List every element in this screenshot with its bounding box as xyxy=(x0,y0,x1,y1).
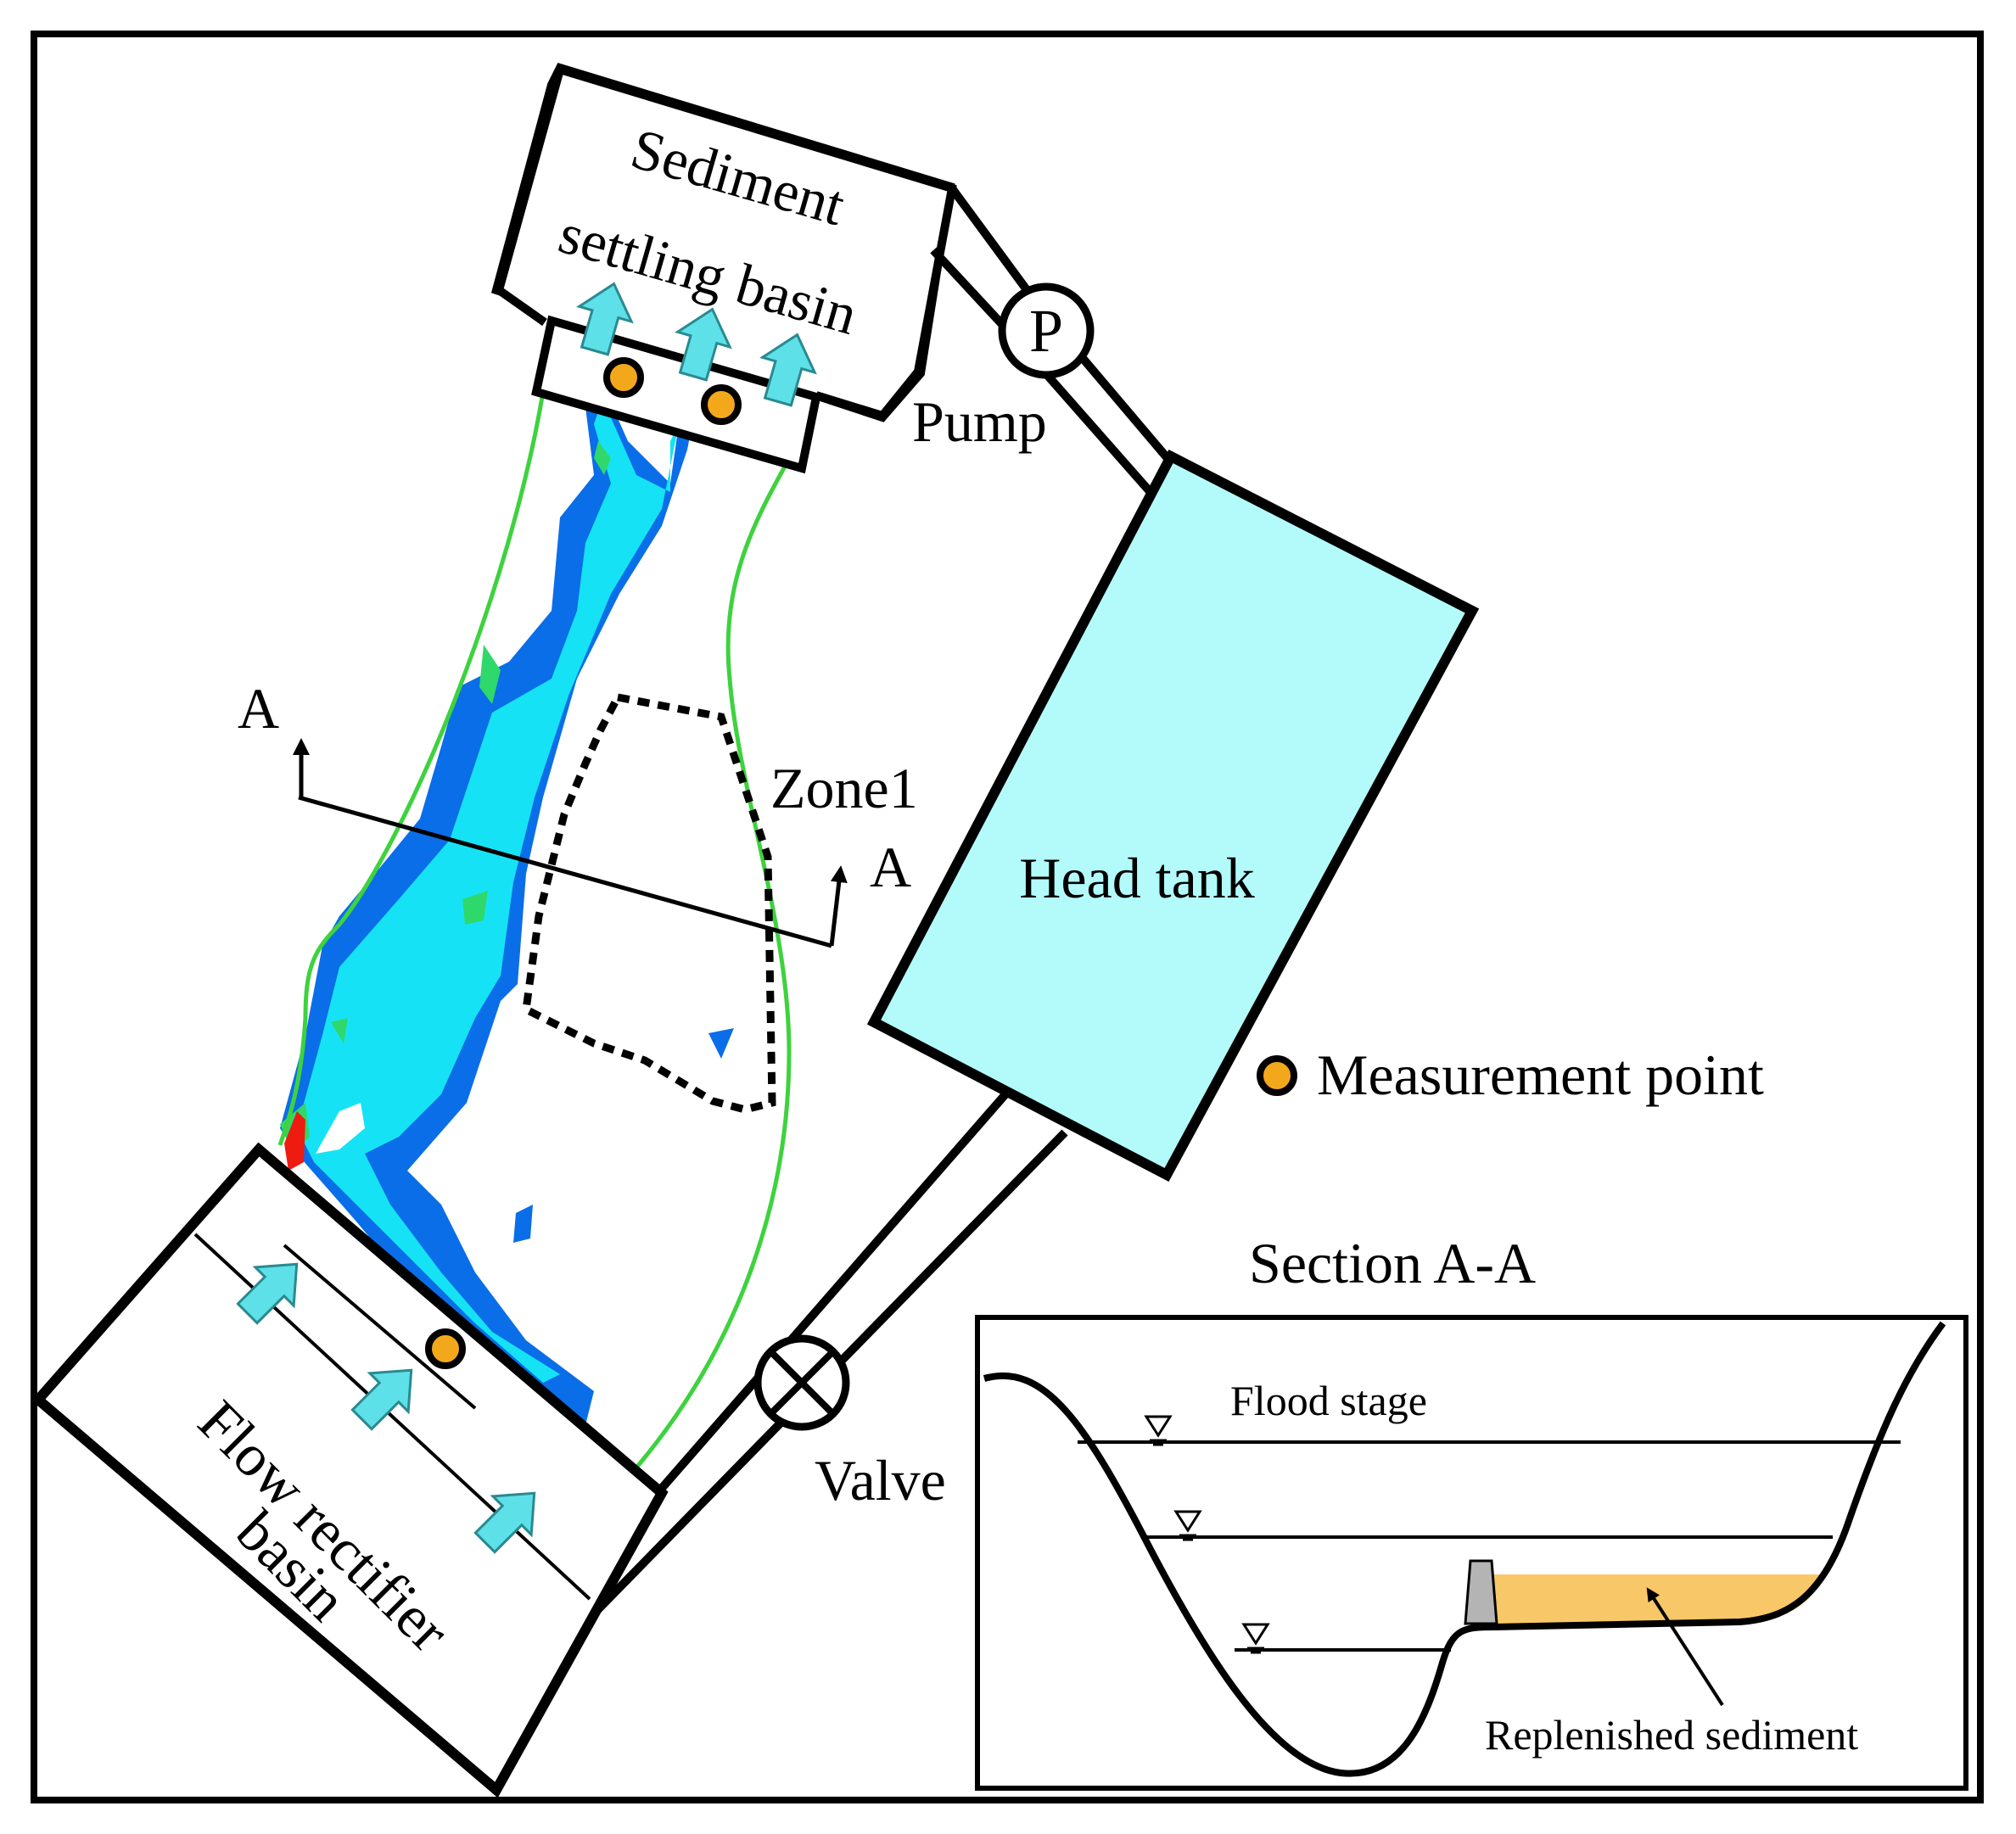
legend-measurement-point: Measurement point xyxy=(1317,1043,1764,1107)
legend: Measurement point xyxy=(1260,1043,1764,1107)
valve-label: Valve xyxy=(815,1448,946,1512)
zone1-boundary xyxy=(522,692,776,1114)
weir xyxy=(1464,1559,1498,1625)
pump-label: Pump xyxy=(912,389,1047,454)
water-depth-map xyxy=(280,365,734,1425)
measurement-point-icon xyxy=(428,1332,462,1366)
measurement-point-icon xyxy=(1260,1059,1294,1093)
figure-frame xyxy=(31,31,1984,1803)
pump-icon: P xyxy=(998,282,1095,379)
section-line-a-a xyxy=(293,738,848,948)
section-marker-left: A xyxy=(238,676,279,741)
section-inset: Flood stage Replenished sediment xyxy=(975,1315,1968,1791)
zone1-label: Zone1 xyxy=(770,756,918,820)
section-title: Section A-A xyxy=(1249,1231,1536,1295)
valve-icon xyxy=(753,1334,850,1431)
right-bank-line xyxy=(635,465,792,1469)
left-bank-line xyxy=(277,391,546,1146)
head-tank-label: Head tank xyxy=(1019,846,1255,910)
pump-symbol: P xyxy=(1029,297,1063,365)
flood-stage-label: Flood stage xyxy=(1230,1377,1427,1424)
section-marker-right: A xyxy=(870,835,911,899)
replenished-sediment-label: Replenished sediment xyxy=(1485,1711,1858,1759)
sediment-basin-outlet xyxy=(531,315,821,474)
ground-profile xyxy=(983,1321,1946,1777)
head-tank xyxy=(866,449,1480,1183)
flow-rectifier-basin xyxy=(31,1142,669,1798)
sediment-pointer xyxy=(1646,1587,1724,1707)
measurement-point-icon xyxy=(607,361,641,394)
measurement-point-icon xyxy=(704,388,738,422)
